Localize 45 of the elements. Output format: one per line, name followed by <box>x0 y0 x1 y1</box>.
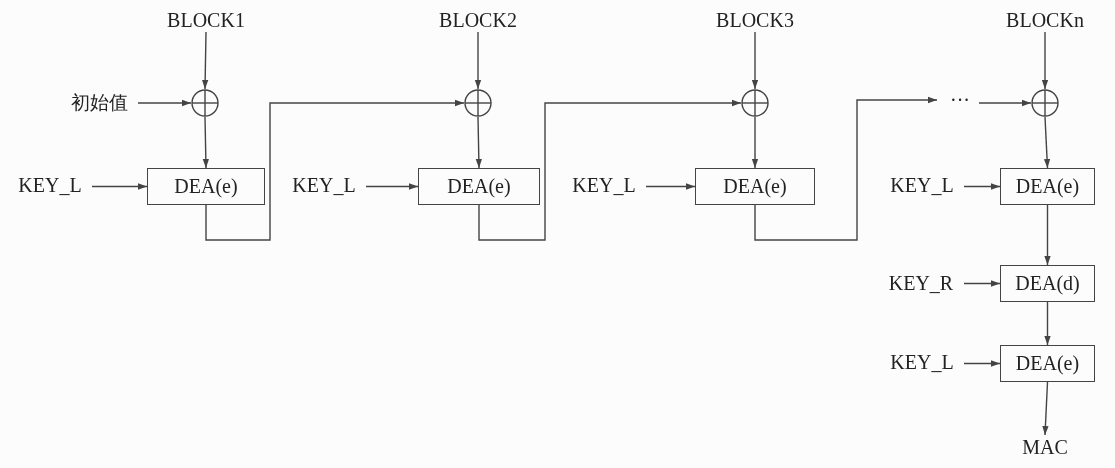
process-box: DEA(e) <box>1000 168 1095 205</box>
arrow <box>751 31 759 90</box>
arrow <box>478 99 742 241</box>
xor-symbol <box>1031 89 1059 117</box>
text-label: BLOCK3 <box>709 8 801 32</box>
text-label: BLOCK1 <box>160 8 252 32</box>
text-label: BLOCK2 <box>432 8 524 32</box>
arrow <box>137 99 192 107</box>
process-box: DEA(d) <box>1000 265 1095 302</box>
key-label: KEY_L <box>566 173 642 197</box>
arrow <box>475 116 482 169</box>
arrow <box>751 116 759 169</box>
key-label: KEY_L <box>884 173 960 197</box>
text-label: BLOCKn <box>997 8 1093 32</box>
text-label: 初始值 <box>64 90 134 116</box>
arrow <box>1044 204 1051 266</box>
key-label: KEY_L <box>286 173 362 197</box>
arrow <box>978 99 1032 107</box>
arrow <box>754 96 938 241</box>
arrow <box>963 183 1001 190</box>
arrow <box>202 116 209 169</box>
arrow <box>205 99 465 241</box>
arrow <box>1042 381 1049 436</box>
xor-symbol <box>464 89 492 117</box>
arrow <box>1044 301 1051 346</box>
key-label: KEY_L <box>884 350 960 374</box>
process-box: DEA(e) <box>695 168 815 205</box>
text-label: MAC <box>1015 435 1075 459</box>
arrow <box>91 183 148 190</box>
process-box: DEA(e) <box>418 168 540 205</box>
arrow <box>645 183 696 190</box>
process-box: DEA(e) <box>147 168 265 205</box>
arrow <box>963 360 1001 367</box>
xor-symbol <box>741 89 769 117</box>
key-label: KEY_R <box>882 271 960 295</box>
arrow <box>202 31 209 90</box>
arrow <box>1041 31 1049 90</box>
ellipsis: ··· <box>945 90 975 110</box>
arrow <box>1043 116 1051 169</box>
key-label: KEY_L <box>12 173 88 197</box>
arrow <box>963 280 1001 287</box>
process-box: DEA(e) <box>1000 345 1095 382</box>
xor-symbol <box>191 89 219 117</box>
arrow <box>365 183 419 190</box>
arrow <box>474 31 482 90</box>
